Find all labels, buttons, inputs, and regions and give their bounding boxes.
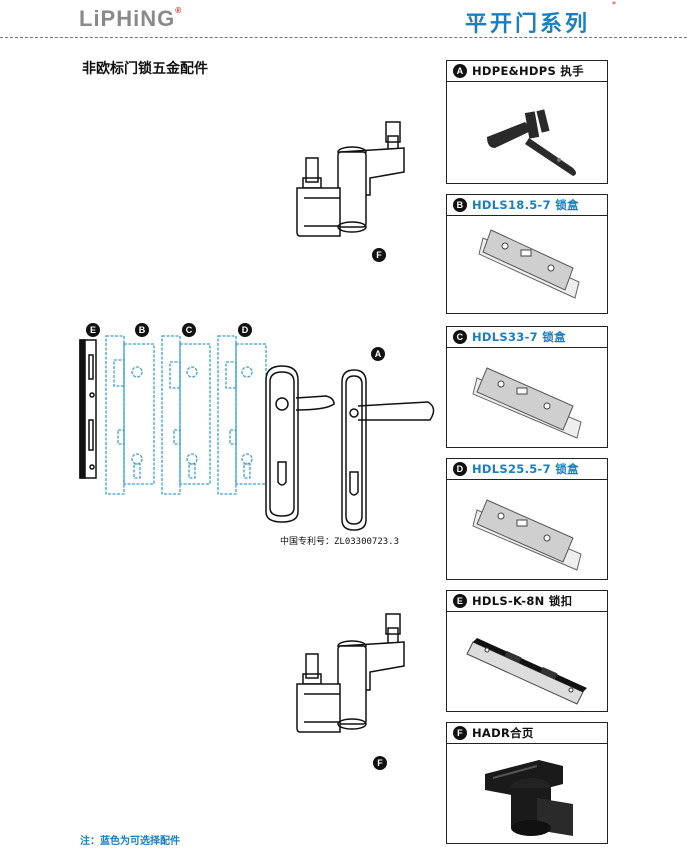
- footnote: 注：蓝色为可选择配件: [80, 836, 180, 847]
- hinge-drawing-top: [296, 121, 405, 237]
- letter-badge: B: [135, 323, 149, 337]
- product-name: HDLS33-7 锁盒: [472, 330, 566, 344]
- letter-badge: D: [453, 462, 467, 476]
- hinge-drawing-bottom: [296, 613, 405, 733]
- card-header: D HDLS25.5-7 锁盒: [447, 459, 607, 480]
- strike-plate-drawing: [79, 339, 97, 479]
- registered-mark: ®: [175, 6, 183, 15]
- brand-logo: LiPHiNG®: [79, 6, 182, 32]
- card-header: C HDLS33-7 锁盒: [447, 327, 607, 348]
- product-name: HDLS-K-8N 锁扣: [472, 594, 573, 608]
- product-name: HADR合页: [472, 726, 534, 740]
- product-name: HDPE&HDPS 执手: [472, 64, 584, 78]
- product-card-d: D HDLS25.5-7 锁盒: [446, 458, 608, 580]
- letter-badge: F: [373, 756, 387, 770]
- product-card-b: B HDLS18.5-7 锁盒: [446, 194, 608, 314]
- product-card-a: A HDPE&HDPS 执手: [446, 60, 608, 184]
- letter-badge: E: [86, 323, 100, 337]
- patent-number: 中国专利号：ZL03300723.3: [280, 537, 400, 547]
- card-header: F HADR合页: [447, 723, 607, 744]
- product-name: HDLS25.5-7 锁盒: [472, 462, 579, 476]
- card-header: E HDLS-K-8N 锁扣: [447, 591, 607, 612]
- letter-badge: C: [182, 323, 196, 337]
- product-card-f: F HADR合页: [446, 722, 608, 844]
- marker-box-d: D: [238, 318, 252, 337]
- header-divider: [0, 37, 687, 38]
- handle-drawing: [265, 365, 435, 531]
- logo-text: LiPHiNG: [79, 6, 176, 31]
- card-header: A HDPE&HDPS 执手: [447, 61, 607, 82]
- letter-badge: D: [238, 323, 252, 337]
- letter-badge: F: [453, 726, 467, 740]
- marker-hinge-top: F: [372, 243, 386, 262]
- series-title: 平开门系列: [465, 12, 591, 37]
- corner-mark: *: [612, 0, 616, 9]
- lock-box-drawings: [105, 335, 267, 495]
- marker-box-b: B: [135, 318, 149, 337]
- letter-badge: A: [371, 347, 385, 361]
- letter-badge: E: [453, 594, 467, 608]
- letter-badge: A: [453, 64, 467, 78]
- product-card-e: E HDLS-K-8N 锁扣: [446, 590, 608, 712]
- section-title: 非欧标门锁五金配件: [82, 61, 208, 77]
- marker-hinge-bottom: F: [373, 751, 387, 770]
- card-header: B HDLS18.5-7 锁盒: [447, 195, 607, 216]
- product-card-c: C HDLS33-7 锁盒: [446, 326, 608, 448]
- marker-box-c: C: [182, 318, 196, 337]
- letter-badge: F: [372, 248, 386, 262]
- letter-badge: B: [453, 198, 467, 212]
- letter-badge: C: [453, 330, 467, 344]
- product-name: HDLS18.5-7 锁盒: [472, 198, 579, 212]
- assembly-illustration: [79, 121, 435, 733]
- marker-handle: A: [371, 342, 385, 361]
- marker-strike: E: [86, 318, 100, 337]
